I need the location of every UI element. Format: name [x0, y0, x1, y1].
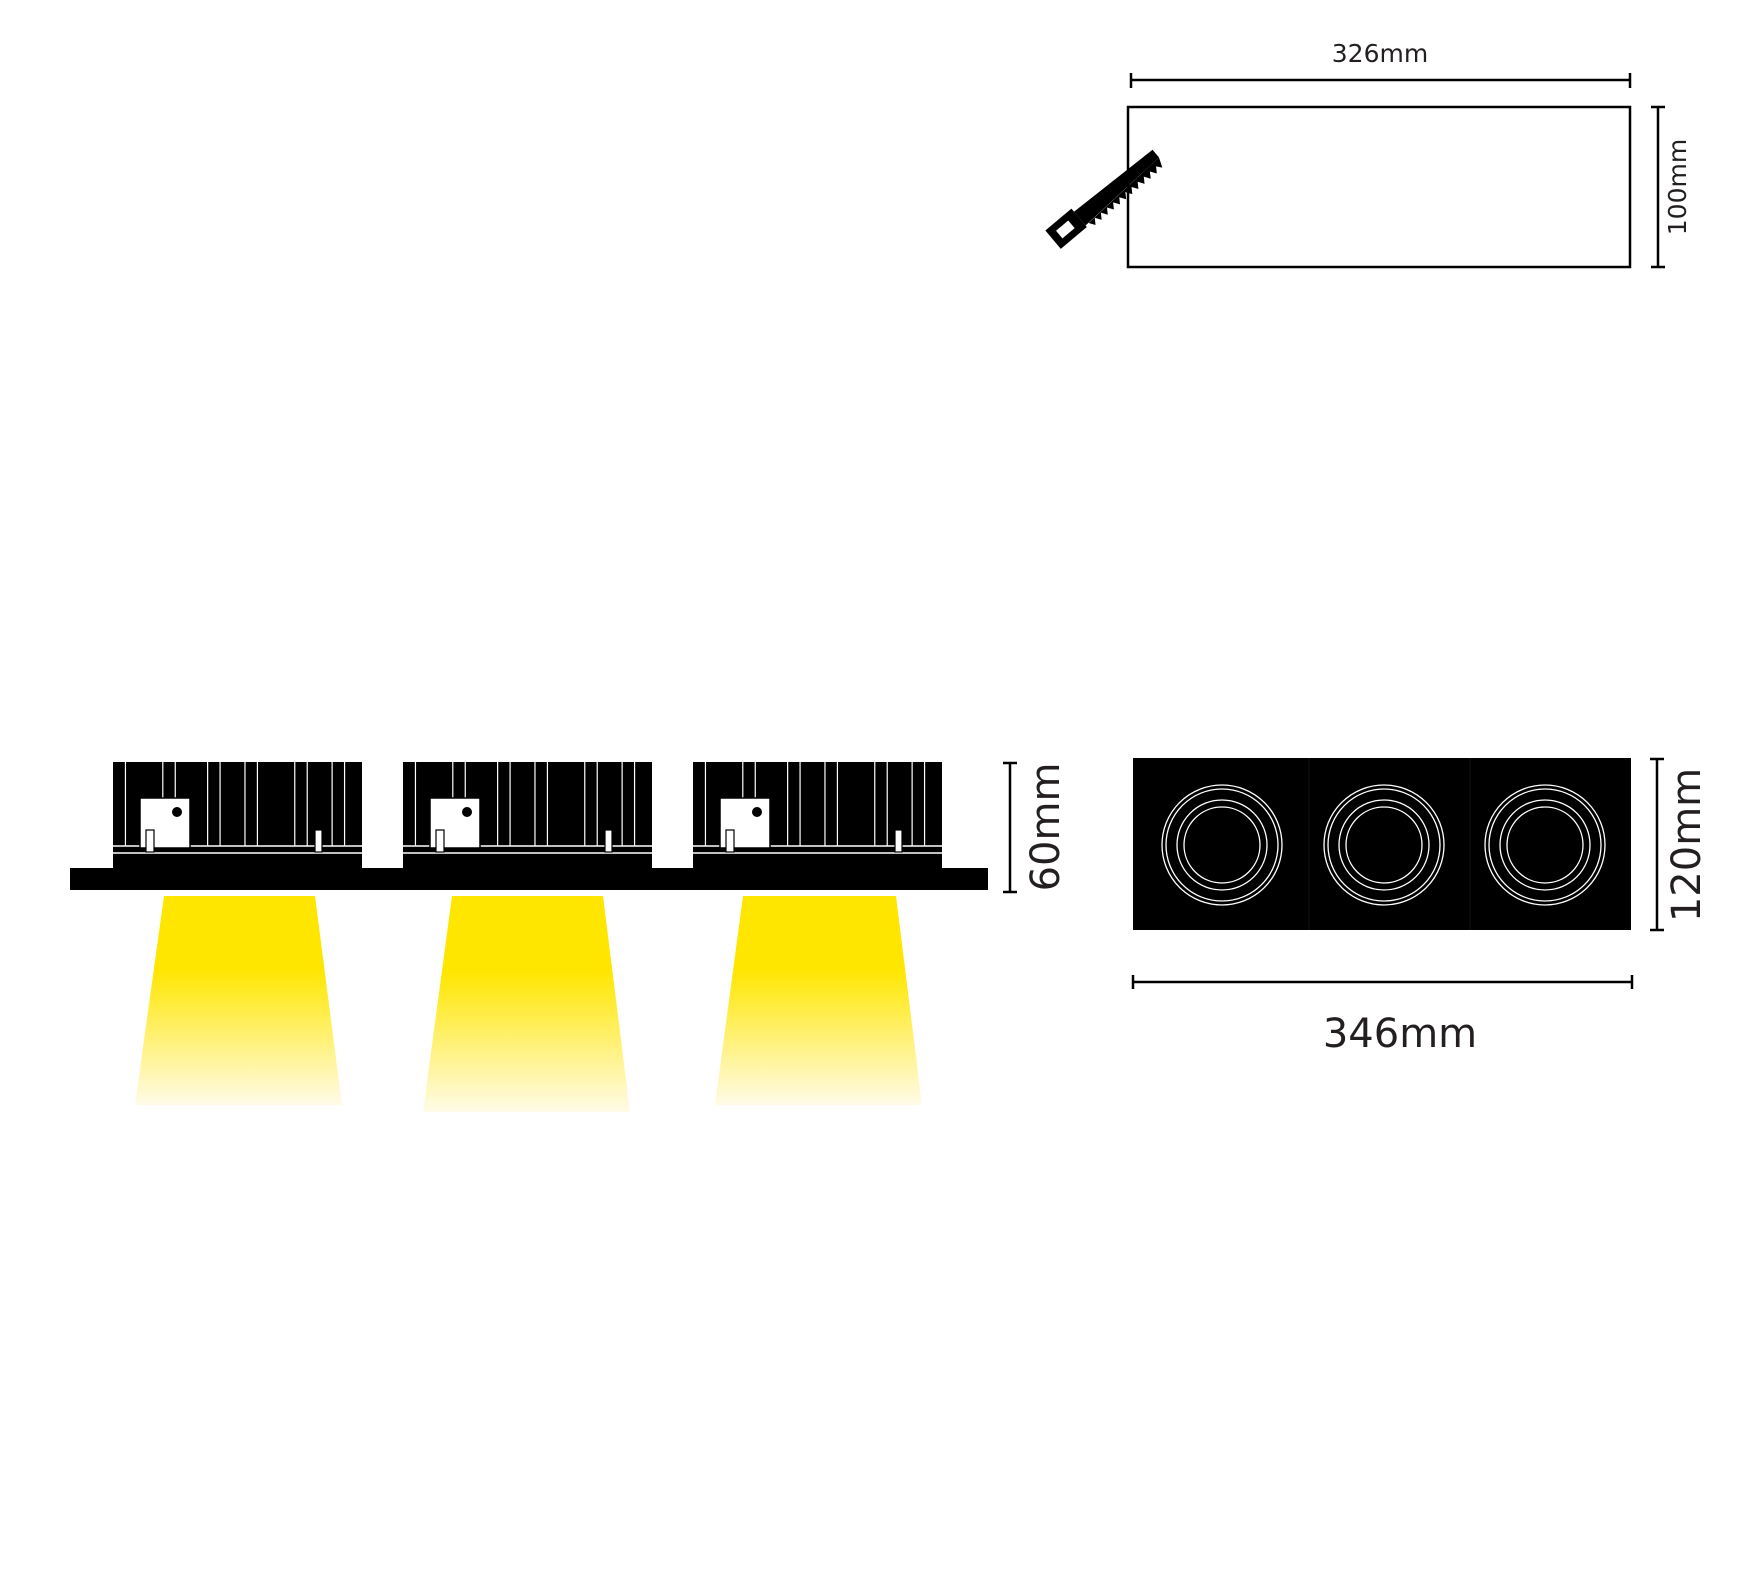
heatsink-modules — [113, 762, 942, 868]
terminal-pin — [435, 829, 445, 853]
saw-icon — [1045, 149, 1163, 249]
terminal-pin — [145, 829, 155, 853]
light-beams — [135, 896, 922, 1112]
lens-circle — [1165, 788, 1279, 902]
spring-clip — [314, 829, 323, 853]
cutout-height-dimension — [1651, 105, 1665, 269]
heatsink-module — [403, 762, 652, 868]
lens-circle — [1488, 788, 1602, 902]
cutout-outline — [1126, 105, 1632, 269]
side-view: 60mm — [70, 761, 1069, 1112]
cutout-view: 326mm 100mm — [1045, 39, 1692, 269]
cutout-width-label: 326mm — [1332, 39, 1428, 68]
lens-circle — [1484, 784, 1606, 906]
lens-ring — [1323, 784, 1445, 906]
side-height-label: 60mm — [1023, 763, 1069, 892]
heatsink-module — [693, 762, 942, 868]
trim-plate — [70, 868, 988, 890]
light-beam — [135, 896, 342, 1105]
spring-clip — [894, 829, 903, 853]
lens-circle — [1345, 806, 1423, 884]
front-height-label: 120mm — [1664, 768, 1710, 922]
lens-circle — [1327, 788, 1441, 902]
terminal-screw — [462, 807, 472, 817]
front-width-dimension — [1131, 975, 1634, 989]
lens-circle — [1323, 784, 1445, 906]
lens-circle — [1499, 799, 1591, 891]
cutout-width-dimension — [1129, 73, 1632, 88]
lens-circle — [1176, 799, 1268, 891]
lens-ring — [1484, 784, 1606, 906]
lens-circle — [1338, 799, 1430, 891]
heatsink-module — [113, 762, 362, 868]
spring-clip — [604, 829, 613, 853]
lens-group — [1161, 758, 1606, 930]
side-height-dimension — [1003, 761, 1017, 894]
lens-ring — [1161, 784, 1283, 906]
lens-circle — [1183, 806, 1261, 884]
front-height-dimension — [1650, 757, 1664, 932]
light-beam — [715, 896, 922, 1105]
terminal-pin — [725, 829, 735, 853]
lens-circle — [1506, 806, 1584, 884]
light-beam — [423, 896, 630, 1112]
lens-circle — [1161, 784, 1283, 906]
cutout-height-label: 100mm — [1663, 139, 1692, 235]
terminal-screw — [172, 807, 182, 817]
front-view: 120mm 346mm — [1131, 757, 1710, 1057]
terminal-screw — [752, 807, 762, 817]
front-width-label: 346mm — [1323, 1011, 1477, 1057]
